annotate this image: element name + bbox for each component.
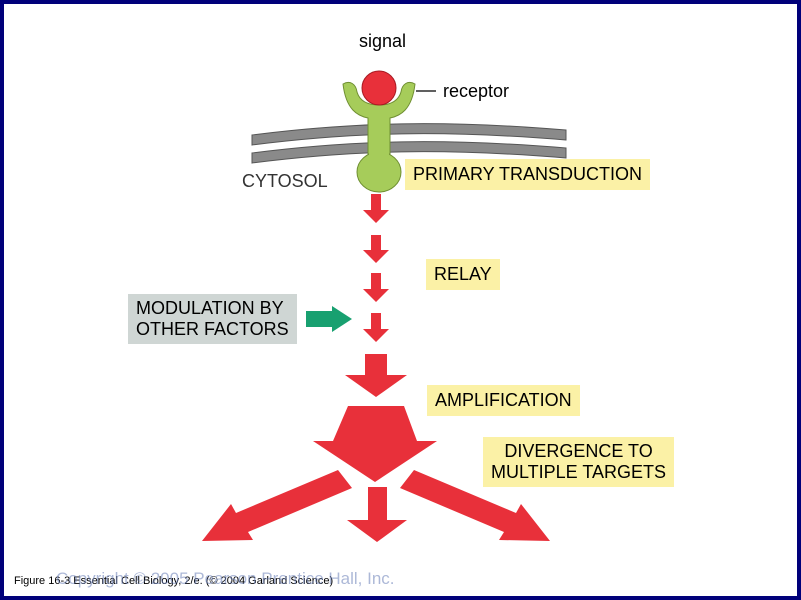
- slide: signal receptor CYTOSOL PRIMARY TRANSDUC…: [4, 4, 797, 596]
- relay-label: RELAY: [426, 259, 500, 290]
- modulation-arrow: [306, 306, 352, 332]
- modulation-label-line-2: OTHER FACTORS: [136, 319, 289, 339]
- modulation-label-line-1: MODULATION BY: [136, 298, 284, 318]
- signaling-diagram: [202, 70, 567, 542]
- divergence-label-line-2: MULTIPLE TARGETS: [491, 462, 667, 482]
- copyright-watermark: Copyright © 2005 Pearson Prentice Hall, …: [56, 569, 395, 588]
- membrane-inner-layer: [251, 141, 567, 164]
- membrane-outer-layer: [251, 123, 567, 146]
- relay-arrow-2: [363, 235, 389, 263]
- amplification-arrow-large: [313, 406, 437, 482]
- divergence-arrow-right: [400, 470, 550, 541]
- signal-molecule: [361, 70, 397, 106]
- modulation-label: MODULATION BY OTHER FACTORS: [128, 294, 297, 344]
- relay-arrows: [363, 194, 389, 342]
- primary-transduction-label: PRIMARY TRANSDUCTION: [405, 159, 651, 190]
- divergence-label-line-1: DIVERGENCE TO: [504, 441, 653, 461]
- relay-arrow-1: [363, 194, 389, 223]
- divergence-arrow-left: [202, 470, 352, 541]
- divergence-arrows: [202, 470, 550, 542]
- amplification-arrow-small: [345, 354, 407, 397]
- signal-label: signal: [359, 31, 407, 51]
- receptor-protein: [342, 81, 416, 193]
- divergence-arrow-center: [347, 487, 407, 542]
- receptor-label: receptor: [443, 81, 510, 101]
- relay-arrow-3: [363, 273, 389, 302]
- cytosol-label: CYTOSOL: [242, 171, 328, 191]
- relay-arrow-4: [363, 313, 389, 342]
- figure-caption: Figure 16-3 Essential Cell Biology, 2/e.…: [14, 575, 334, 587]
- divergence-label: DIVERGENCE TO MULTIPLE TARGETS: [483, 437, 675, 487]
- amplification-label: AMPLIFICATION: [427, 385, 580, 416]
